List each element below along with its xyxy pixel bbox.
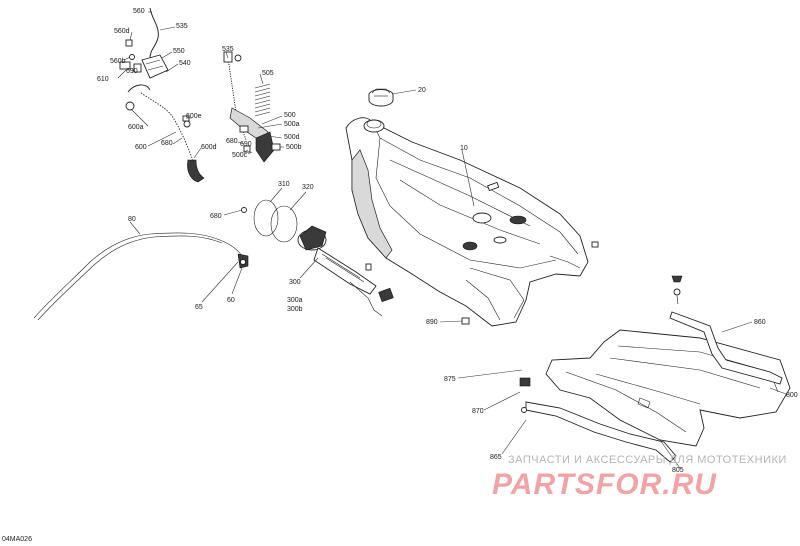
callout-10: 10: [460, 145, 468, 152]
callout-550: 550: [173, 48, 185, 55]
callout-500: 500: [284, 112, 296, 119]
callout-865: 865: [490, 454, 502, 461]
watermark-logo: PARTSFOR.RU: [492, 468, 717, 501]
callout-600d: 600d: [201, 144, 217, 151]
leader-lines: [117, 11, 787, 469]
callout-560b: 560b: [110, 58, 126, 65]
callout-500d: 500d: [284, 134, 300, 141]
bracket-860: [669, 275, 783, 385]
callout-500a: 500a: [284, 121, 300, 128]
callout-535-a: 535: [176, 23, 188, 30]
fuel-cap: [368, 88, 394, 107]
callout-505: 505: [262, 70, 274, 77]
callout-500b: 500b: [286, 144, 302, 151]
callout-20: 20: [418, 87, 426, 94]
watermark-caption: ЗАПЧАСТИ И АКСЕССУАРЫ ДЛЯ МОТОТЕХНИКИ: [508, 454, 787, 466]
callout-labels: 560 560d 535 560b 550 690 540 610 600e 6…: [97, 8, 798, 474]
callout-65: 65: [195, 304, 203, 311]
filler-hose-assembly: [119, 7, 205, 183]
callout-690-a: 690: [126, 68, 138, 75]
callout-610: 610: [97, 76, 109, 83]
callout-870: 870: [472, 408, 484, 415]
callout-300b: 300b: [287, 306, 303, 313]
fuel-pump-module: [241, 199, 394, 317]
callout-540: 540: [179, 60, 191, 67]
bracket-865: [519, 377, 677, 463]
diagram-code: 04MA026: [2, 536, 32, 543]
callout-320: 320: [302, 184, 314, 191]
callout-300a: 300a: [287, 297, 303, 304]
callout-300: 300: [289, 279, 301, 286]
fuel-line-assembly: [223, 51, 281, 163]
heat-shield: [545, 329, 791, 447]
fuel-return-line: [33, 232, 249, 321]
callout-560: 560: [133, 8, 145, 15]
callout-680-a: 680: [161, 140, 173, 147]
watermark: ЗАПЧАСТИ И АКСЕССУАРЫ ДЛЯ МОТОТЕХНИКИ PA…: [492, 454, 787, 501]
callout-800: 800: [786, 392, 798, 399]
callout-500c: 500c: [232, 152, 248, 159]
callout-310: 310: [278, 181, 290, 188]
callout-805: 805: [672, 467, 684, 474]
callout-875: 875: [444, 376, 456, 383]
callout-600e: 600e: [186, 113, 202, 120]
clip-890: [461, 317, 470, 325]
callout-860: 860: [754, 319, 766, 326]
callout-680-b: 680: [226, 138, 238, 145]
callout-680-c: 680: [210, 213, 222, 220]
callout-690-b: 690: [240, 141, 252, 148]
callout-560d: 560d: [114, 28, 130, 35]
callout-890: 890: [426, 319, 438, 326]
fuel-tank: [345, 117, 599, 327]
callout-600a: 600a: [128, 124, 144, 131]
callout-60: 60: [227, 297, 235, 304]
callout-80: 80: [128, 216, 136, 223]
callout-600: 600: [135, 144, 147, 151]
callout-535-b: 535: [222, 46, 234, 53]
